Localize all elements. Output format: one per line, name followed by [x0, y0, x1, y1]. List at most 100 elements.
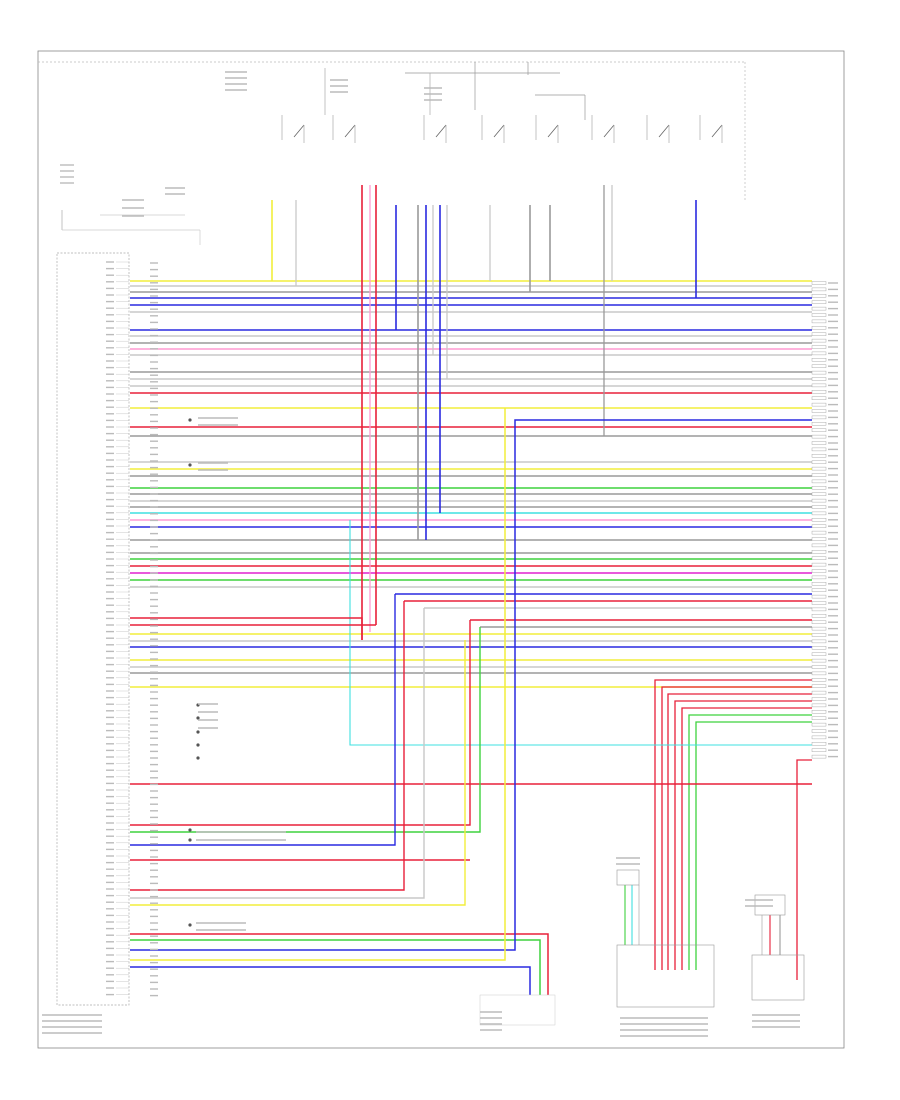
bottom-connector-sensor [616, 869, 640, 886]
right-connector-pin [811, 332, 827, 336]
splice-dot [196, 730, 200, 734]
right-connector-pin [811, 402, 827, 407]
ecu-box [56, 252, 130, 1006]
bundle-wire-red [654, 679, 812, 970]
right-connector-pin [811, 377, 827, 381]
return-wire-blue [130, 419, 812, 951]
splice-dot [188, 838, 192, 842]
relay-switch [435, 124, 447, 138]
relay-switch [547, 124, 559, 138]
right-connector-pin [811, 281, 827, 285]
return-wire-green [130, 627, 481, 833]
return-wire-red [130, 601, 405, 891]
return-wire-blue [130, 594, 396, 846]
right-connector-pin [811, 575, 827, 580]
right-connector-pin [811, 383, 827, 388]
right-connector-pin [811, 556, 827, 560]
relay-switch [493, 124, 505, 138]
right-connector-pin [811, 658, 827, 663]
wire-harness [130, 185, 812, 995]
right-connector-pin [811, 498, 827, 503]
bottom-sensor-box [479, 994, 556, 1026]
diagram-border [37, 50, 845, 1049]
right-connector-pin [811, 729, 827, 733]
relay-switch [658, 124, 670, 138]
right-connector-pin [811, 614, 827, 618]
splice-dot [196, 756, 200, 760]
return-wire-red [130, 933, 549, 995]
right-connector-pin [811, 396, 827, 400]
bottom-connector-main [616, 944, 715, 1008]
relay-switch [711, 124, 723, 138]
right-connector-pin [811, 338, 827, 343]
return-wire-red [130, 617, 363, 640]
right-connector-pin [811, 550, 827, 554]
splice-dot [188, 923, 192, 927]
bundle-wire-green [695, 721, 812, 970]
bundle-wire-cyan [349, 520, 812, 746]
right-connector-pin [811, 646, 827, 650]
right-connector-pin [811, 697, 827, 701]
relay-switch [603, 124, 615, 138]
right-connector-pin [811, 370, 827, 375]
right-connector-pin [811, 569, 827, 573]
right-connector-pin [811, 479, 827, 484]
right-connector-pin [811, 742, 827, 746]
splice-dot [188, 418, 192, 422]
right-connector-pin [811, 710, 827, 714]
right-connector-pin [811, 633, 827, 637]
right-connector-pin [811, 671, 827, 676]
right-conn-top [754, 894, 786, 916]
return-wire-yellow [130, 408, 506, 961]
right-connector-pin [811, 588, 827, 592]
right-connector-pin [811, 703, 827, 708]
right-connector-pin [811, 415, 827, 420]
right-connector-pin [811, 390, 827, 394]
splice-dot [196, 716, 200, 720]
return-wire-lightgray [130, 608, 425, 899]
right-connector-pin [811, 518, 827, 522]
right-connector-pin [811, 684, 827, 688]
bundle-wire-red [674, 700, 812, 970]
right-connector-pin [811, 562, 827, 567]
right-connector-pin [811, 313, 827, 317]
right-connector-pin [811, 505, 827, 509]
right-connector-pin [811, 351, 827, 356]
bundle-wire-red [661, 686, 812, 970]
return-wire-blue [130, 966, 531, 995]
bundle-wire-red [681, 707, 812, 970]
relay-switch [344, 124, 356, 138]
splice-dot [188, 463, 192, 467]
right-connector-pin [811, 530, 827, 535]
components [56, 115, 827, 1026]
right-connector-pin [811, 537, 827, 541]
right-connector-pin [811, 511, 827, 516]
bottom-connector-right [751, 954, 805, 1001]
right-connector-pin [811, 524, 827, 528]
right-connector-pin [811, 620, 827, 624]
right-connector-pin [811, 428, 827, 432]
right-connector-pin [811, 287, 827, 292]
tiny-labels [42, 71, 838, 1037]
right-connector-pin [811, 409, 827, 413]
right-connector-pin [811, 601, 827, 605]
right-connector-pin [811, 294, 827, 298]
right-connector-pin [811, 594, 827, 599]
right-connector-pin [811, 626, 827, 631]
return-wire-green [130, 939, 541, 995]
bundle-wire-green [688, 714, 812, 970]
bundle-wire-red [796, 759, 812, 980]
right-connector-pin [811, 582, 827, 586]
right-connector-pin [811, 722, 827, 727]
right-connector-pin [811, 492, 827, 496]
right-connector-pin [811, 690, 827, 695]
bundle-wire-red [667, 693, 812, 970]
right-connector-pin [811, 319, 827, 324]
splice-dot [188, 828, 192, 832]
right-connector-pin [811, 300, 827, 304]
right-connector-pin [811, 716, 827, 720]
right-connector-pin [811, 607, 827, 612]
right-connector-pin [811, 466, 827, 471]
right-connector-pin [811, 306, 827, 311]
